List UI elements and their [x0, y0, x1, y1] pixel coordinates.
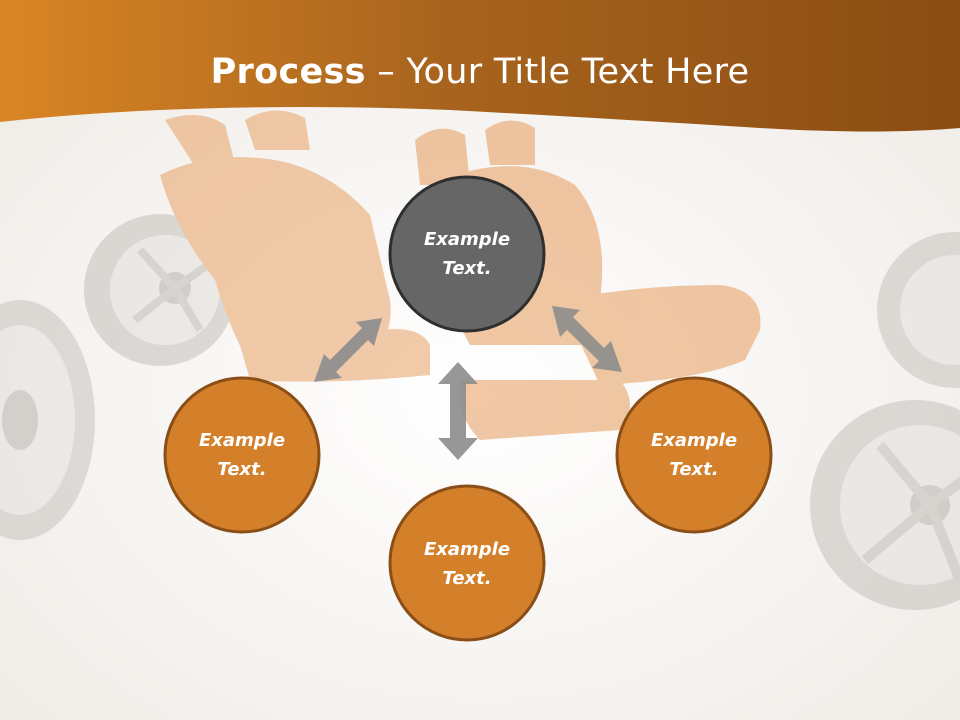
bottom-node-line2: Text. [442, 568, 492, 589]
bottom-node-label: Example Text. [392, 535, 542, 593]
bottom-node-line1: Example [423, 539, 511, 560]
background-illustration [0, 110, 960, 610]
right-node-label: Example Text. [619, 426, 769, 484]
center-node-label: Example Text. [392, 225, 542, 283]
left-node-label: Example Text. [167, 426, 317, 484]
title-rest: – Your Title Text Here [365, 52, 750, 92]
title-bold: Process [210, 52, 366, 92]
center-node-line1: Example [423, 229, 511, 250]
left-node-line2: Text. [217, 459, 267, 480]
right-node-line2: Text. [669, 459, 719, 480]
left-node-line1: Example [198, 430, 286, 451]
left-node[interactable] [163, 376, 321, 534]
wheel-right-top-icon [877, 232, 960, 388]
title-banner [0, 0, 960, 132]
page-title: Process – Your Title Text Here [0, 52, 960, 92]
bottom-node[interactable] [388, 484, 546, 642]
right-node[interactable] [615, 376, 773, 534]
arrow-center-right [552, 306, 622, 372]
arrow-center-bottom [438, 362, 478, 460]
center-node[interactable] [388, 175, 546, 333]
right-node-line1: Example [650, 430, 738, 451]
wheel-right-bottom-icon [810, 400, 960, 610]
center-node-line2: Text. [442, 258, 492, 279]
wheel-far-left-icon [0, 300, 95, 540]
seat-left-icon [160, 110, 430, 382]
arrow-center-left [314, 318, 382, 382]
